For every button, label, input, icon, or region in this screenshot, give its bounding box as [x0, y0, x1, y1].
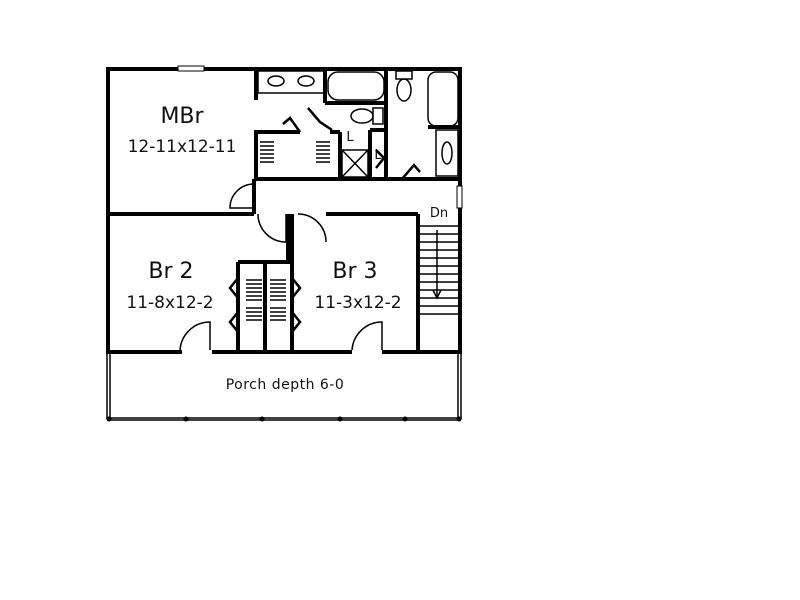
- room-dimensions-bedroom-2: 11-8x12-2: [126, 293, 214, 313]
- room-name-bedroom-2: Br 2: [148, 259, 194, 284]
- porch-label: Porch depth 6-0: [225, 377, 345, 393]
- room-dimensions-master-bedroom: 12-11x12-11: [127, 137, 237, 157]
- stairs-down-label: Dn: [429, 206, 449, 221]
- linen-label: L: [374, 148, 382, 163]
- window: [177, 65, 205, 72]
- exterior-walls: [106, 67, 462, 354]
- linen-label: L: [346, 130, 354, 145]
- room-name-bedroom-3: Br 3: [332, 259, 378, 284]
- room-dimensions-bedroom-3: 11-3x12-2: [314, 293, 402, 313]
- room-name-master-bedroom: MBr: [160, 104, 204, 129]
- window: [456, 185, 463, 209]
